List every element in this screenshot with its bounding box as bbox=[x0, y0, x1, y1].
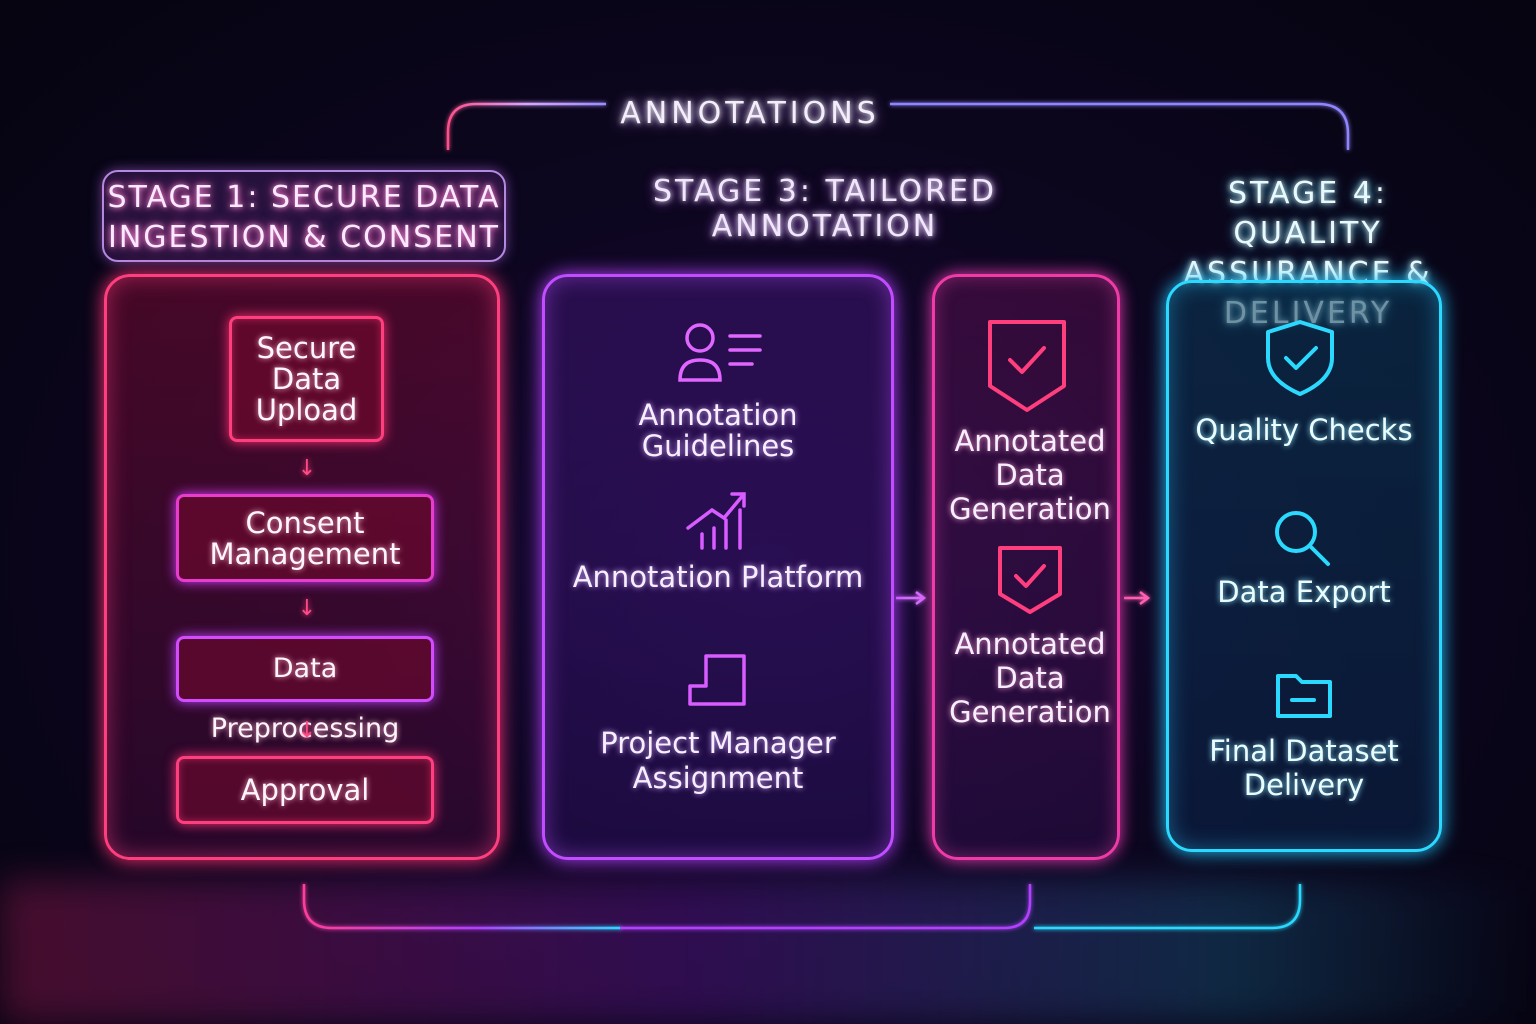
step-consent-management: Consent Management bbox=[176, 494, 434, 582]
annotation-platform-label: Annotation Platform bbox=[572, 560, 864, 594]
arrow-down-icon: ↓ bbox=[297, 456, 317, 481]
stage1-label: STAGE 1: SECURE DATA INGESTION & CONSENT bbox=[102, 170, 506, 262]
corner-frame-icon bbox=[688, 654, 746, 706]
arrow-down-icon: ↓ bbox=[297, 718, 317, 743]
user-list-icon bbox=[678, 323, 762, 382]
magnifier-icon bbox=[1275, 511, 1330, 566]
top-bracket-left bbox=[446, 102, 606, 150]
arrow-down-icon: ↓ bbox=[297, 596, 317, 621]
annotated-data-generation-label: Annotated Data Generation bbox=[949, 424, 1111, 526]
step-approval: Approval bbox=[176, 756, 434, 824]
stage3-output-panel bbox=[932, 274, 1120, 860]
floor-glow bbox=[0, 880, 1536, 1024]
annotation-guidelines-label: Annotation Guidelines bbox=[638, 398, 798, 463]
bottom-bracket-stage3 bbox=[620, 884, 1032, 930]
arrow-stage3-to-output bbox=[896, 591, 927, 605]
annotated-data-generation-label: Annotated Data Generation bbox=[949, 627, 1111, 729]
folder-icon bbox=[1276, 674, 1332, 718]
shield-check-icon bbox=[1266, 320, 1334, 396]
shield-check-icon bbox=[988, 320, 1066, 412]
quality-checks-label: Quality Checks bbox=[1195, 413, 1413, 447]
bottom-bracket-stage1 bbox=[302, 884, 620, 930]
final-dataset-delivery-label: Final Dataset Delivery bbox=[1209, 734, 1399, 802]
bottom-bracket-stage4 bbox=[1034, 884, 1302, 930]
stage3-label: STAGE 3: TAILORED ANNOTATION bbox=[652, 174, 998, 244]
arrow-output-to-stage4 bbox=[1124, 591, 1151, 605]
data-export-label: Data Export bbox=[1217, 575, 1391, 609]
annotations-title: ANNOTATIONS bbox=[620, 96, 880, 131]
project-manager-assignment-label: Project Manager Assignment bbox=[600, 726, 836, 795]
step-secure-data-upload: Secure Data Upload bbox=[229, 316, 384, 442]
stage4-panel bbox=[1166, 280, 1442, 852]
step-data-preprocessing: Data Preprocessing bbox=[176, 636, 434, 744]
shield-check-icon bbox=[998, 546, 1062, 614]
growth-chart-icon bbox=[686, 492, 746, 550]
top-bracket-right bbox=[890, 102, 1350, 150]
